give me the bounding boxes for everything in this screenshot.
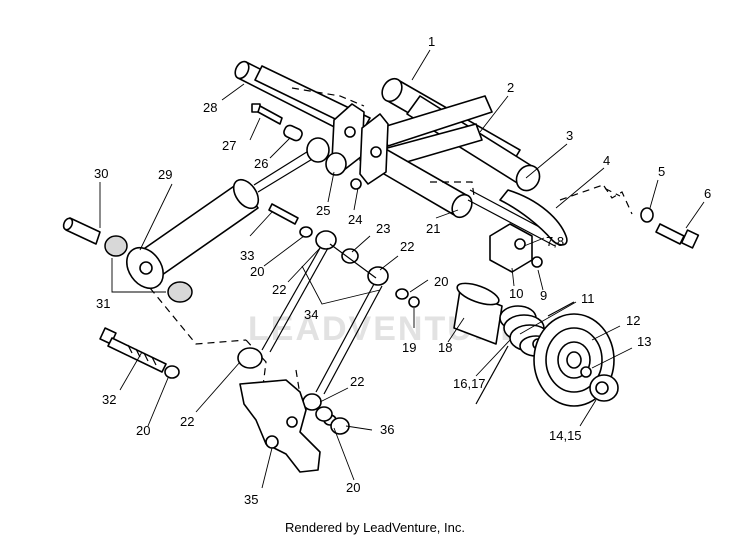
callout-11: 11 [581, 291, 595, 306]
bolt-6 [655, 223, 700, 249]
callout-29: 29 [158, 167, 172, 182]
block-10 [489, 223, 533, 273]
callout-7-8: 7,8 [546, 234, 564, 249]
bolt-32 [99, 327, 167, 373]
callout-16-17: 16,17 [453, 376, 486, 391]
callout-27: 27 [222, 138, 236, 153]
callout-18: 18 [438, 340, 452, 355]
callout-20-upper: 20 [250, 264, 264, 279]
upper-arm-assembly [234, 60, 568, 247]
callout-22-lower-right: 22 [350, 374, 364, 389]
callout-30: 30 [94, 166, 108, 181]
callout-3: 3 [566, 128, 573, 143]
callout-13: 13 [637, 334, 651, 349]
callout-22-upper-right: 22 [400, 239, 414, 254]
linkage-rods-34 [237, 230, 420, 435]
callout-28: 28 [203, 100, 217, 115]
bracket-35 [239, 379, 321, 473]
callout-2: 2 [507, 80, 514, 95]
callout-24: 24 [348, 212, 362, 227]
sleeve-26 [283, 124, 303, 142]
dashed-outline-upper [291, 87, 621, 201]
washer-5 [640, 207, 654, 223]
callout-26: 26 [254, 156, 268, 171]
callout-22-upper-left: 22 [272, 282, 286, 297]
washer-20-upper [299, 226, 313, 238]
callout-35: 35 [244, 492, 258, 507]
callout-22-lower-left: 22 [180, 414, 194, 429]
shock-absorber-29 [126, 137, 362, 290]
bushing-31b [167, 281, 193, 303]
leader-lines [99, 49, 705, 489]
bolt-33 [268, 203, 299, 225]
nut-14-15 [589, 374, 619, 402]
callout-labels: 1 2 3 4 5 6 7,8 9 10 11 12 13 14,15 16,1… [94, 34, 711, 507]
callout-20-lower-left: 20 [136, 423, 150, 438]
callout-10: 10 [509, 286, 523, 301]
callout-12: 12 [626, 313, 640, 328]
callout-4: 4 [603, 153, 610, 168]
callout-5: 5 [658, 164, 665, 179]
footer-credit: Rendered by LeadVenture, Inc. [285, 520, 465, 535]
callout-9: 9 [540, 288, 547, 303]
callout-32: 32 [102, 392, 116, 407]
callout-14-15: 14,15 [549, 428, 582, 443]
callout-19: 19 [402, 340, 416, 355]
callout-6: 6 [704, 186, 711, 201]
callout-31: 31 [96, 296, 110, 311]
callout-36: 36 [380, 422, 394, 437]
washer-13 [580, 366, 592, 378]
washer-20-lower-left [164, 365, 180, 379]
callout-23: 23 [376, 221, 390, 236]
callout-25: 25 [316, 203, 330, 218]
callout-20-right: 20 [434, 274, 448, 289]
washer-20-right [395, 288, 409, 300]
bolt-27 [251, 103, 283, 125]
callout-1: 1 [428, 34, 435, 49]
callout-34: 34 [304, 307, 318, 322]
callout-21: 21 [426, 221, 440, 236]
nut-9 [531, 256, 543, 268]
callout-33: 33 [240, 248, 254, 263]
bushing-31a [104, 235, 128, 257]
callout-20-lower: 20 [346, 480, 360, 495]
